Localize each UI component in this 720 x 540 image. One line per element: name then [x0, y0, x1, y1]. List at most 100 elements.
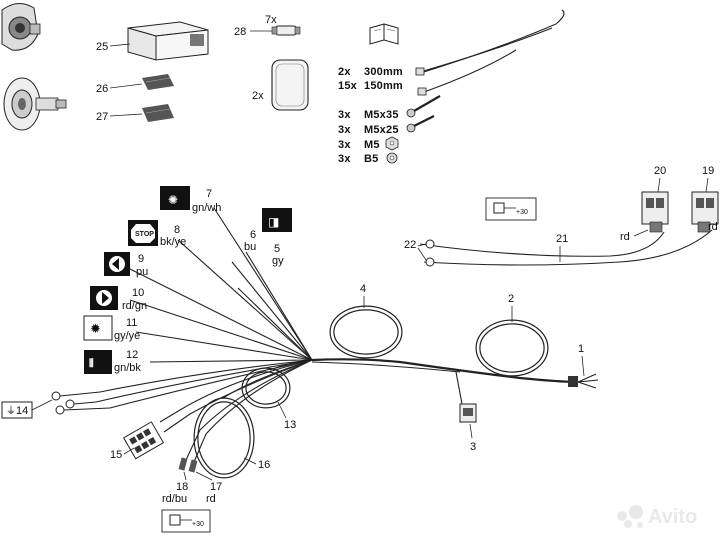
wire-8-color: bk/ye: [160, 236, 186, 248]
hardware-kit-list: 2x 300mm 15x 150mm 3x M5x35 3x M5x25 3x …: [338, 66, 403, 165]
wire-6-num: 6: [250, 229, 256, 241]
label-18: 18: [176, 481, 188, 493]
wire-7-color: gn/wh: [192, 202, 221, 214]
wire-10-color: rd/gn: [122, 300, 147, 312]
tag-position-light: ✹: [83, 315, 113, 341]
adhesive-pad-27-icon: [142, 104, 174, 122]
wire-ends-1: [577, 373, 599, 389]
label-15: 15: [110, 449, 122, 461]
label-17: 17: [210, 481, 222, 493]
reverse-icon: ⫴: [89, 358, 94, 370]
kit-row-1-desc: 300mm: [364, 66, 403, 78]
label-21: 21: [556, 233, 568, 245]
screw-long-icon: [406, 95, 441, 118]
fuse-icon: [271, 25, 301, 36]
part-number-26: 26: [96, 83, 108, 95]
part-number-28: 28: [234, 26, 246, 38]
wire-9-num: 9: [138, 253, 144, 265]
label-16: 16: [258, 459, 270, 471]
part-number-25: 25: [96, 41, 108, 53]
bullet-terminals: [178, 457, 198, 473]
branch-3-wire: [455, 371, 463, 405]
relay-20: [641, 191, 669, 233]
kit-row-2-desc: 150mm: [364, 80, 403, 92]
kit-row-4-qty: 3x: [338, 124, 351, 136]
label-4: 4: [360, 283, 366, 295]
plus30-label-bottom: +30: [192, 521, 204, 528]
kit-row-5-qty: 3x: [338, 139, 351, 151]
tag-fog-light: ✺: [160, 186, 190, 210]
label-17-color: rd: [206, 493, 216, 505]
cable-tie-icon: [415, 9, 565, 96]
ring-terminals-14: [51, 391, 111, 415]
socket-flange-icon: [3, 77, 67, 131]
label-2: 2: [508, 293, 514, 305]
stop-icon: STOP: [135, 231, 154, 238]
battery-plus30-icon-bottom: +30: [161, 509, 211, 533]
label-1: 1: [578, 343, 584, 355]
fuse-qty: 7x: [265, 14, 277, 26]
kit-row-6-desc: B5: [364, 153, 378, 165]
fog-light-icon: ✺: [168, 193, 178, 207]
tag-reverse: ⫴: [84, 350, 112, 374]
socket-housing-icon: [1, 3, 41, 51]
coil-4: [329, 305, 403, 359]
plus30-label-top: +30: [516, 209, 528, 216]
nut-icon: [385, 136, 399, 151]
kit-row-3-qty: 3x: [338, 109, 351, 121]
position-light-icon: ✹: [90, 321, 101, 336]
wire-12-num: 12: [126, 349, 138, 361]
kit-row-4-desc: M5x25: [364, 124, 399, 136]
screw-short-icon: [406, 115, 435, 133]
rubber-pad-icon: [271, 59, 309, 111]
wire-11-num: 11: [126, 317, 137, 329]
wire-9-color: pu: [136, 266, 148, 278]
wire-7-num: 7: [206, 188, 212, 200]
watermark-text: Avito: [648, 506, 697, 528]
wire-5-num: 5: [274, 243, 280, 255]
rear-fog-icon: ◨: [268, 215, 279, 229]
control-module-icon: [127, 21, 209, 61]
tag-indicator-right: [90, 286, 118, 310]
tag-stop: STOP: [128, 220, 158, 246]
kit-row-2-qty: 15x: [338, 80, 358, 92]
pad-qty: 2x: [252, 90, 264, 102]
connector-3: [459, 403, 477, 423]
ground-icon: ⏚: [6, 405, 16, 417]
wire-fan: [127, 207, 313, 363]
label-20: 20: [654, 165, 666, 177]
kit-row-3-desc: M5x35: [364, 109, 399, 121]
part-number-27: 27: [96, 111, 108, 123]
wire-10-num: 10: [132, 287, 144, 299]
wire-5-color: gy: [272, 255, 284, 267]
label-13: 13: [284, 419, 296, 431]
manual-book-icon: [369, 23, 399, 45]
wire-end-tag-1: [568, 376, 578, 387]
label-19: 19: [702, 165, 714, 177]
ground-tag-14: ⏚ 14: [1, 399, 53, 419]
ring-terminals-22: [425, 239, 435, 267]
cable-21: [419, 231, 665, 257]
label-rd-20: rd: [620, 231, 630, 243]
label-3: 3: [470, 441, 476, 453]
wire-12-color: gn/bk: [114, 362, 141, 374]
label-18-color: rd/bu: [162, 493, 187, 505]
label-14: 14: [16, 405, 28, 417]
avito-watermark: Avito: [617, 505, 697, 528]
wire-11-color: gy/ye: [114, 330, 140, 342]
label-rd-19: rd: [708, 221, 718, 233]
washer-icon: [386, 152, 398, 164]
tag-indicator-left: [104, 252, 130, 276]
kit-row-6-qty: 3x: [338, 153, 351, 165]
tag-rear-fog: ◨: [262, 208, 292, 232]
relay-19: [691, 191, 719, 233]
connector-15: [122, 421, 165, 460]
wire-8-num: 8: [174, 224, 180, 236]
label-22: 22: [404, 239, 416, 251]
main-trunk: [311, 358, 579, 384]
wire-6-color: bu: [244, 241, 256, 253]
adhesive-pad-26-icon: [142, 74, 174, 90]
coil-2: [475, 319, 549, 377]
battery-plus30-icon-top: +30: [485, 197, 537, 221]
